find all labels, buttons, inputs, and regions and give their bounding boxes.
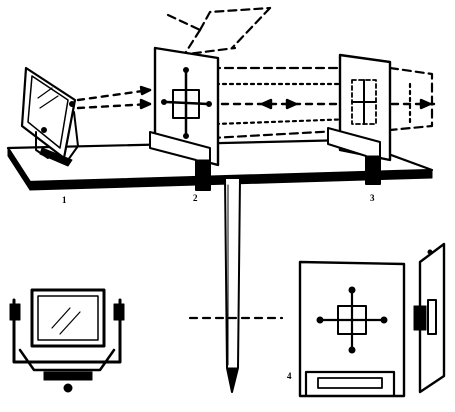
mirror-detail	[9, 288, 125, 393]
stand-post	[224, 177, 241, 393]
crosshair-screen	[149, 46, 220, 191]
callout-part-4: 4	[287, 371, 292, 381]
light-rays	[76, 85, 440, 110]
callout-part-2: 2	[193, 193, 198, 203]
rear-screen	[327, 53, 392, 185]
callout-part-1: 1	[62, 195, 67, 205]
mirror-stand	[20, 66, 79, 167]
callout-part-3: 3	[370, 193, 375, 203]
screen-detail	[298, 242, 446, 398]
